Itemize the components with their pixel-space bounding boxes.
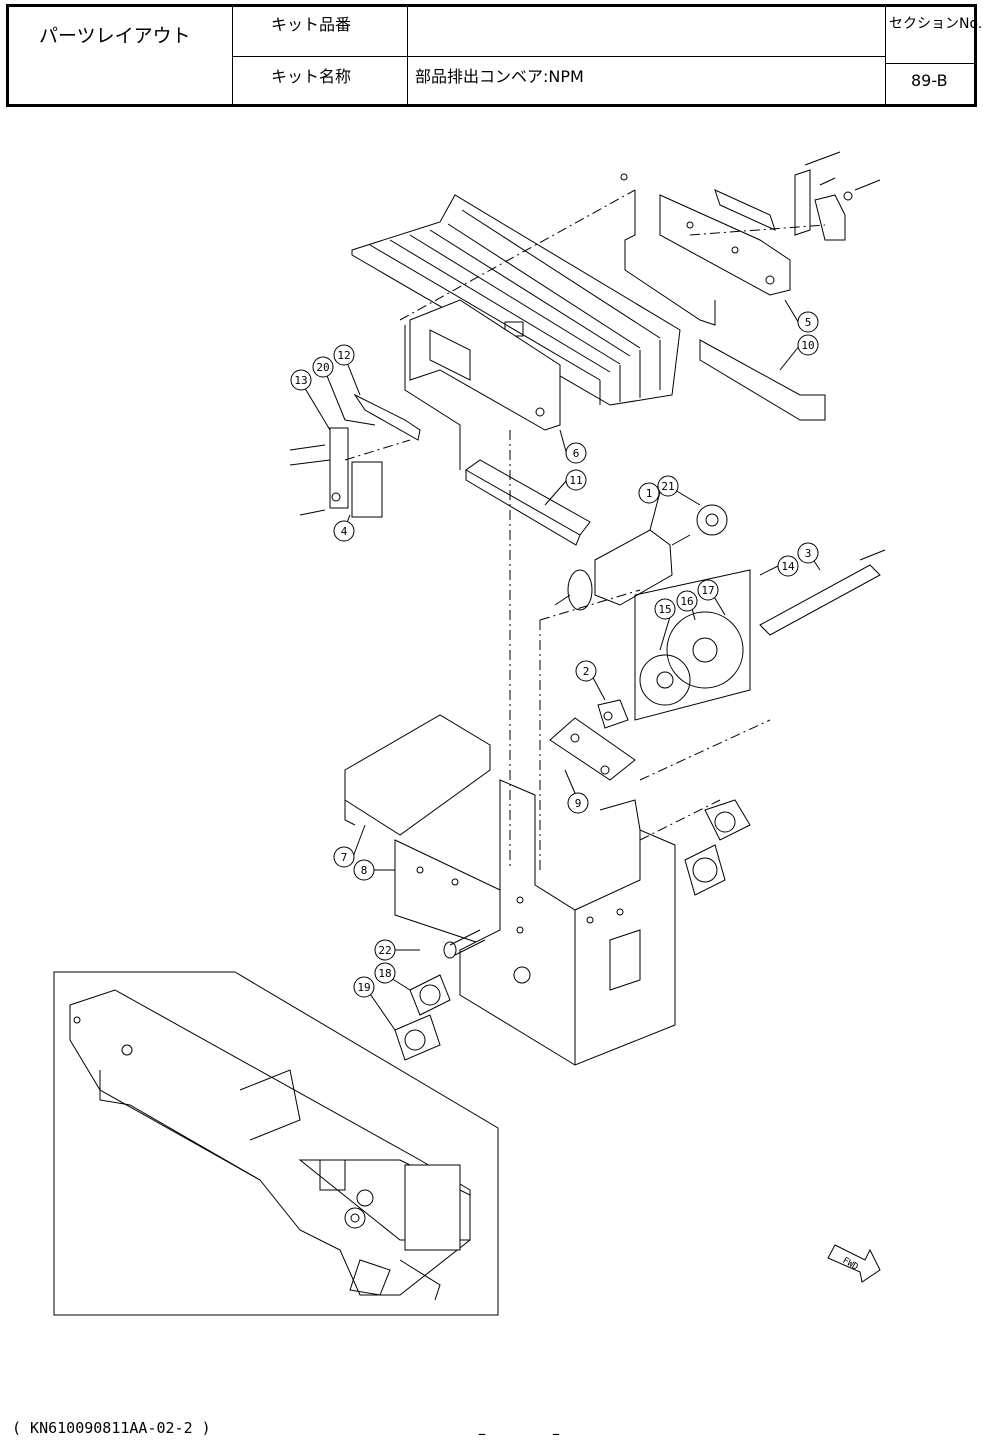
callout-num: 15 — [658, 603, 671, 616]
bearing-18 — [410, 975, 450, 1015]
callout-num: 8 — [361, 864, 368, 877]
callout-num: 13 — [294, 374, 307, 387]
callout-num: 3 — [805, 547, 812, 560]
callout-num: 21 — [661, 480, 674, 493]
callout-num: 14 — [781, 560, 795, 573]
callout-num: 17 — [701, 584, 714, 597]
bracket-5 — [625, 190, 790, 325]
callout-num: 19 — [357, 981, 370, 994]
callout-num: 10 — [801, 339, 814, 352]
callout-num: 4 — [341, 525, 348, 538]
right-bearings — [685, 800, 750, 895]
callout-num: 11 — [569, 474, 582, 487]
page-dash-left: – — [478, 1424, 486, 1443]
callout-num: 2 — [583, 665, 590, 678]
callout-num: 6 — [573, 447, 580, 460]
part-2 — [598, 700, 628, 728]
fwd-arrow-icon: FWD — [828, 1245, 880, 1282]
callout-num: 20 — [316, 361, 329, 374]
plate-9 — [550, 718, 635, 780]
left-bracket-set — [290, 395, 420, 517]
plate-8 — [395, 840, 500, 950]
callout-num: 9 — [575, 797, 582, 810]
callout-num: 12 — [337, 349, 350, 362]
callout-num: 18 — [378, 967, 391, 980]
callout-num: 22 — [378, 944, 391, 957]
callout-num: 1 — [646, 487, 653, 500]
callout-num: 7 — [341, 851, 348, 864]
page-dash-right: – — [552, 1424, 560, 1443]
callout-num: 5 — [805, 316, 812, 329]
bearing-19 — [395, 1015, 440, 1060]
callout-num: 16 — [680, 595, 693, 608]
document-code: ( KN610090811AA-02-2 ) — [12, 1419, 211, 1437]
cover-7 — [345, 715, 490, 835]
